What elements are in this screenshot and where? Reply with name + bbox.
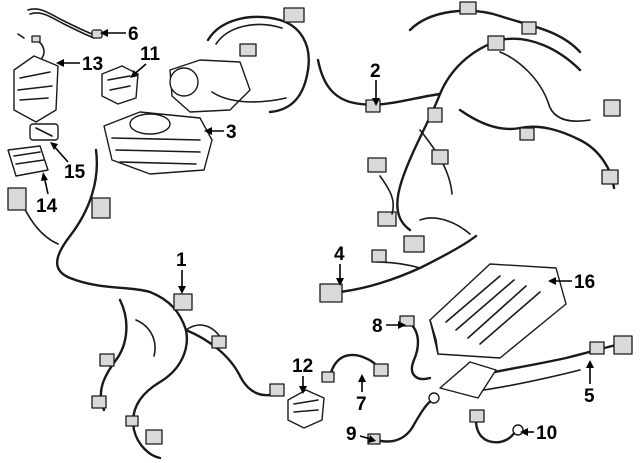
callout-3: 3 [226, 122, 237, 143]
callout-16: 16 [574, 272, 595, 293]
callout-6: 6 [128, 24, 139, 45]
callout-14: 14 [36, 196, 58, 217]
part-13-module [13, 35, 59, 123]
part-8-lead [399, 315, 432, 381]
part-6-lead [17, 8, 103, 39]
callout-2: 2 [370, 61, 381, 82]
callout-10: 10 [536, 423, 557, 444]
callout-15: 15 [64, 162, 86, 183]
part-12-connector [287, 389, 325, 429]
part-1-harness [7, 148, 285, 460]
callout-7: 7 [356, 394, 367, 415]
part-5-cable [439, 335, 633, 399]
callout-4: 4 [334, 244, 345, 265]
leader-lines [41, 29, 594, 443]
callout-8: 8 [372, 316, 383, 337]
part-16-module [429, 263, 567, 359]
callout-1: 1 [176, 250, 187, 271]
callout-5: 5 [584, 386, 595, 407]
part-4-harness [319, 217, 478, 303]
part-14-unit [7, 145, 49, 177]
part-3-assembly [103, 7, 310, 175]
part-2-harness [316, 1, 621, 232]
part-7-lead [321, 353, 389, 383]
part-15-sensor [29, 123, 59, 141]
callout-11: 11 [140, 44, 161, 65]
callout-13: 13 [82, 54, 103, 75]
callout-9: 9 [346, 424, 357, 445]
part-10-lead [469, 409, 524, 444]
callout-labels: 6 13 11 15 14 3 2 1 4 16 8 5 7 12 9 10 [36, 24, 595, 445]
part-9-lead [367, 392, 440, 445]
part-11-relay [101, 65, 139, 105]
callout-12: 12 [292, 356, 313, 377]
